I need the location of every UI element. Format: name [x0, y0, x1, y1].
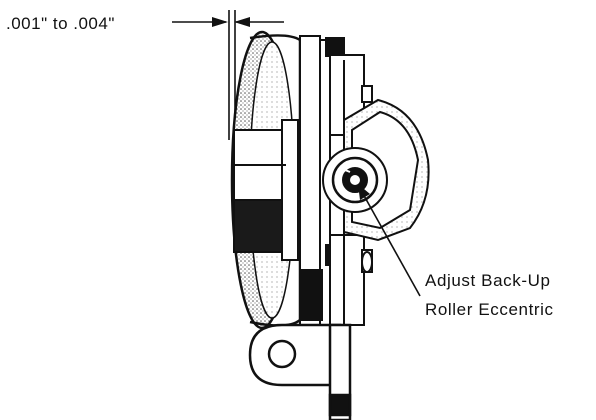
callout-line-1: Adjust Back-Up [425, 271, 551, 290]
pivot-eye [248, 323, 352, 420]
dimension-label: .001" to .004" [6, 14, 115, 33]
roller-hub [233, 119, 299, 261]
callout-leader [358, 184, 421, 297]
eccentric-nut [322, 147, 388, 213]
callout-line-2: Roller Eccentric [425, 300, 554, 319]
